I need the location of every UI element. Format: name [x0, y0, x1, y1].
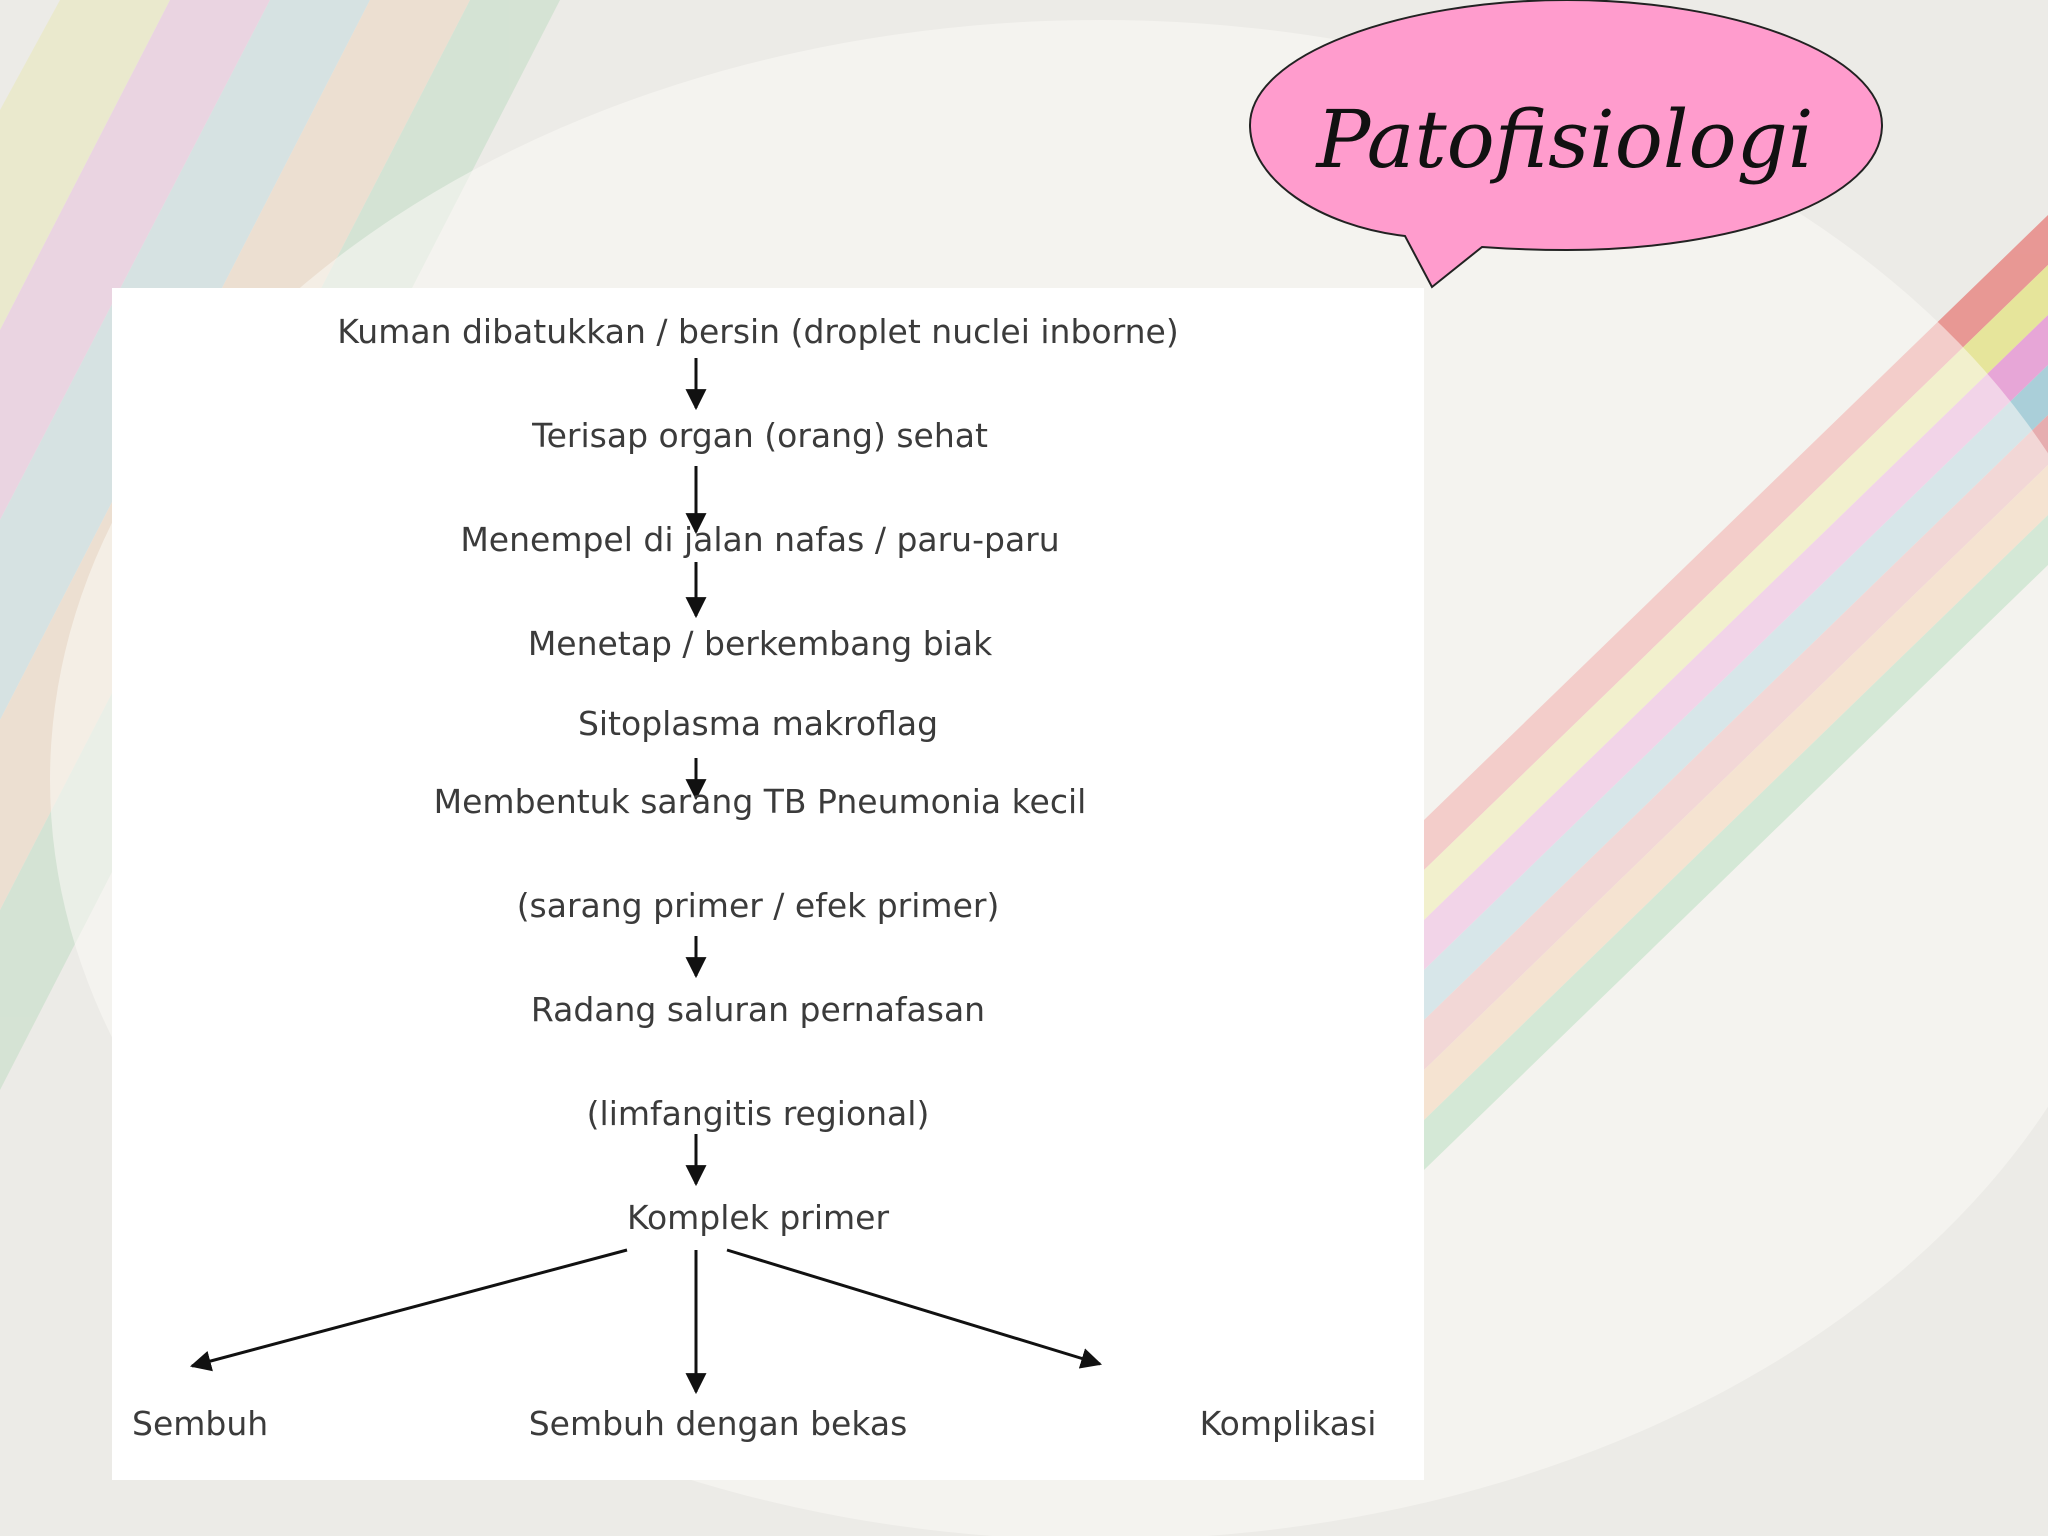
flow-step-10: Komplek primer [626, 1198, 890, 1237]
arrow-to-sembuh [189, 1248, 628, 1372]
flowchart-arrows [189, 358, 1103, 1395]
flow-step-6: Membentuk sarang TB Pneumonia kecil [433, 782, 1087, 821]
arrow-to-komplikasi [726, 1248, 1103, 1369]
flow-step-9: (limfangitis regional) [586, 1094, 930, 1133]
flow-step-4: Menetap / berkembang biak [527, 624, 993, 663]
flow-step-3: Menempel di jalan nafas / paru-paru [460, 520, 1060, 559]
slide-title: Patofisiologi [1316, 93, 1814, 186]
pathophysiology-flowchart: Kuman dibatukkan / bersin (droplet nucle… [112, 288, 1424, 1480]
flow-step-8: Radang saluran pernafasan [530, 990, 986, 1029]
outcome-sembuh-dengan-bekas: Sembuh dengan bekas [528, 1404, 908, 1443]
outcome-komplikasi: Komplikasi [1199, 1404, 1377, 1443]
outcome-sembuh: Sembuh [132, 1404, 269, 1443]
flow-step-7: (sarang primer / efek primer) [516, 886, 1000, 925]
flow-step-1: Kuman dibatukkan / bersin (droplet nucle… [337, 312, 1179, 351]
flow-step-2: Terisap organ (orang) sehat [532, 416, 988, 455]
flow-step-5: Sitoplasma makroflag [577, 704, 939, 743]
